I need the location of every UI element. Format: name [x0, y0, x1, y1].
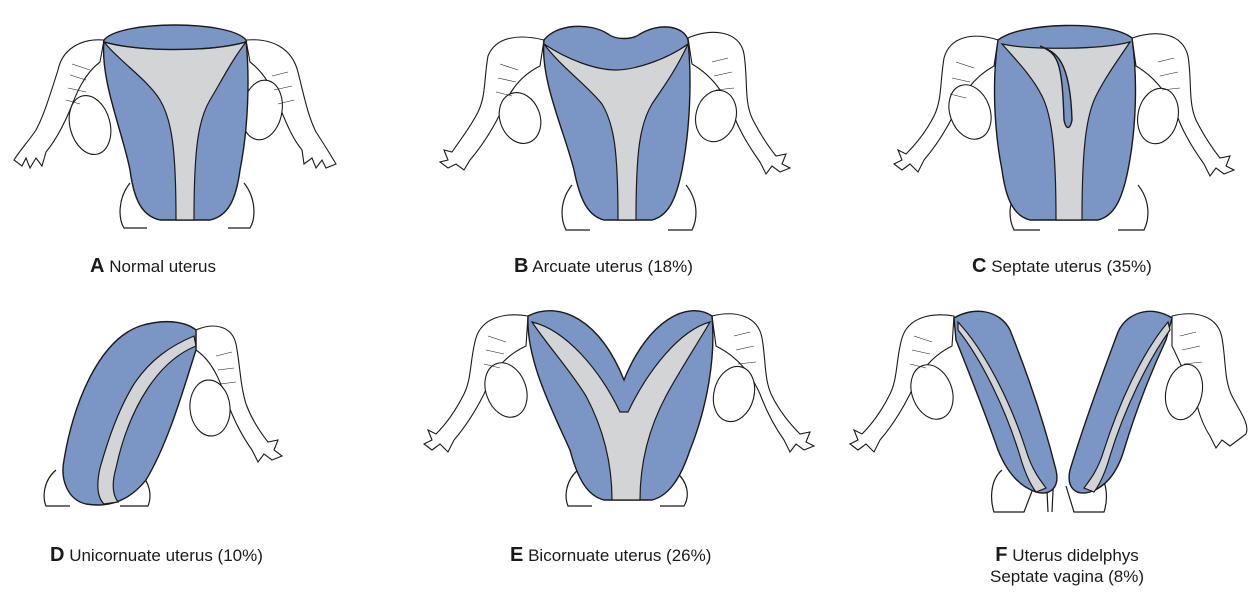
caption-d-letter: D	[50, 544, 64, 566]
caption-e-letter: E	[510, 544, 523, 566]
caption-c: C Septate uterus (35%)	[972, 256, 1152, 277]
caption-a: A Normal uterus	[90, 256, 216, 277]
caption-b-text: Arcuate uterus (18%)	[532, 257, 693, 276]
caption-d-text: Unicornuate uterus (10%)	[69, 546, 263, 565]
panel-c-septate-uterus	[894, 25, 1234, 230]
caption-c-letter: C	[972, 255, 986, 277]
panel-f-right-adnexa	[1161, 314, 1247, 448]
panel-e-left-adnexa	[424, 315, 534, 452]
caption-d: D Unicornuate uterus (10%)	[50, 545, 263, 566]
panel-f-left-adnexa	[850, 315, 960, 452]
caption-b: B Arcuate uterus (18%)	[514, 256, 693, 277]
panel-d-right-adnexa	[188, 326, 282, 462]
panel-c-left-adnexa	[894, 36, 998, 172]
panel-d-unicornuate-uterus	[44, 322, 282, 506]
panel-c-right-adnexa	[1132, 34, 1234, 176]
caption-f-line2: Septate vagina (8%)	[990, 566, 1144, 587]
panel-b-right-adnexa	[688, 32, 790, 174]
panel-a-normal-uterus	[14, 25, 336, 228]
caption-c-text: Septate uterus (35%)	[991, 257, 1152, 276]
panel-b-arcuate-uterus	[440, 26, 790, 230]
caption-f-letter: F	[995, 544, 1007, 566]
caption-f: F Uterus didelphys Septate vagina (8%)	[990, 545, 1144, 587]
caption-f-line1: F Uterus didelphys	[990, 545, 1144, 566]
caption-b-letter: B	[514, 255, 528, 277]
caption-e: E Bicornuate uterus (26%)	[510, 545, 711, 566]
panel-e-right-adnexa	[707, 314, 814, 452]
panel-b-left-adnexa	[440, 37, 548, 170]
caption-e-text: Bicornuate uterus (26%)	[528, 546, 711, 565]
panel-a-left-adnexa	[14, 40, 117, 168]
caption-f-text: Uterus didelphys	[1012, 546, 1139, 565]
panel-a-right-adnexa	[237, 40, 336, 168]
caption-a-letter: A	[90, 255, 104, 277]
panel-e-bicornuate-uterus	[424, 311, 814, 506]
panel-f-uterus-didelphys	[850, 311, 1247, 512]
caption-a-text: Normal uterus	[109, 257, 216, 276]
